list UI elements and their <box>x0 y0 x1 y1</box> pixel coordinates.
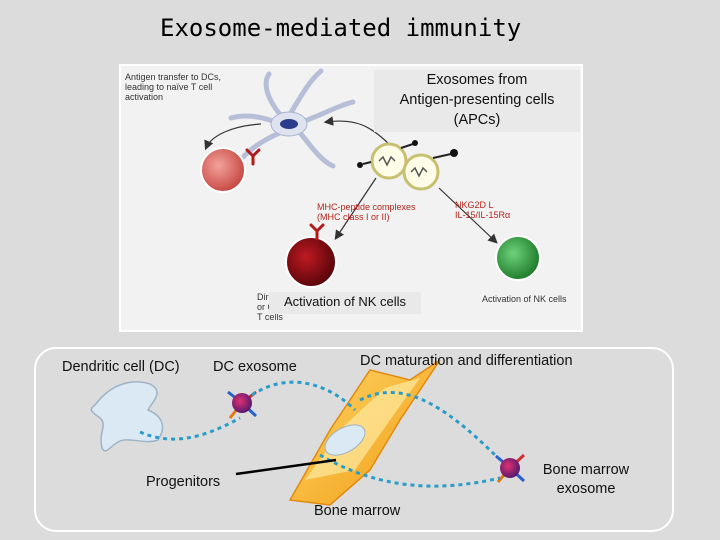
pathways-illustration <box>200 68 541 288</box>
bone-marrow-exosome <box>495 453 526 483</box>
activation-nk-callout: Activation of NK cells <box>269 292 421 314</box>
bone-marrow-label: Bone marrow <box>314 503 401 519</box>
direct-activation-line: T cells <box>257 312 283 322</box>
bone-marrow-exosome-label: Bone marrow exosome <box>534 461 638 499</box>
bone-marrow-exosome-line: Bone marrow <box>542 462 630 478</box>
mhc-line: (MHC class I or II) <box>317 212 390 222</box>
page-title: Exosome-mediated immunity <box>160 14 522 42</box>
progenitors-pointer <box>235 458 337 476</box>
bone-marrow-exosome-line: exosome <box>556 481 616 497</box>
dendritic-cell <box>228 68 356 169</box>
antigen-transfer-line: Antigen transfer to DCs, <box>125 72 222 82</box>
callout-line: Antigen-presenting cells <box>399 92 555 108</box>
nkg2d-line: IL-15/IL-15Rα <box>455 210 511 220</box>
exosome-pathways-panel: Antigen transfer to DCs, leading to naïv… <box>119 64 583 332</box>
activation-nk-right-label: Activation of NK cells <box>482 294 567 304</box>
antigen-transfer-label: Antigen transfer to DCs, leading to naïv… <box>125 72 221 102</box>
progenitors-label: Progenitors <box>146 474 221 490</box>
mhc-complexes-label: MHC-peptide complexes (MHC class I or II… <box>317 202 416 222</box>
nkg2d-label: NKG2D L IL-15/IL-15Rα <box>455 200 510 220</box>
cd4-t-cell <box>200 147 261 193</box>
antigen-transfer-line: leading to naïve T cell <box>125 82 213 92</box>
callout-line: (APCs) <box>453 112 501 128</box>
bone-marrow-shape <box>288 359 441 506</box>
cd8-t-cell <box>285 223 337 288</box>
mhc-line: MHC-peptide complexes <box>317 202 416 212</box>
exosomes-from-apcs-callout: Exosomes from Antigen-presenting cells (… <box>374 70 580 132</box>
dendritic-cell-shape <box>90 381 164 452</box>
bone-marrow-panel <box>34 347 674 532</box>
dendritic-cell-label: Dendritic cell (DC) <box>62 359 180 375</box>
callout-line: Exosomes from <box>426 72 528 88</box>
dc-exosome-label: DC exosome <box>213 359 297 375</box>
nkg2d-line: NKG2D L <box>455 200 494 210</box>
antigen-transfer-line: activation <box>125 92 164 102</box>
nk-cell <box>495 235 541 281</box>
exosome-pair <box>357 140 458 191</box>
dc-exosome <box>227 390 258 419</box>
dc-maturation-label: DC maturation and differentiation <box>360 353 573 369</box>
